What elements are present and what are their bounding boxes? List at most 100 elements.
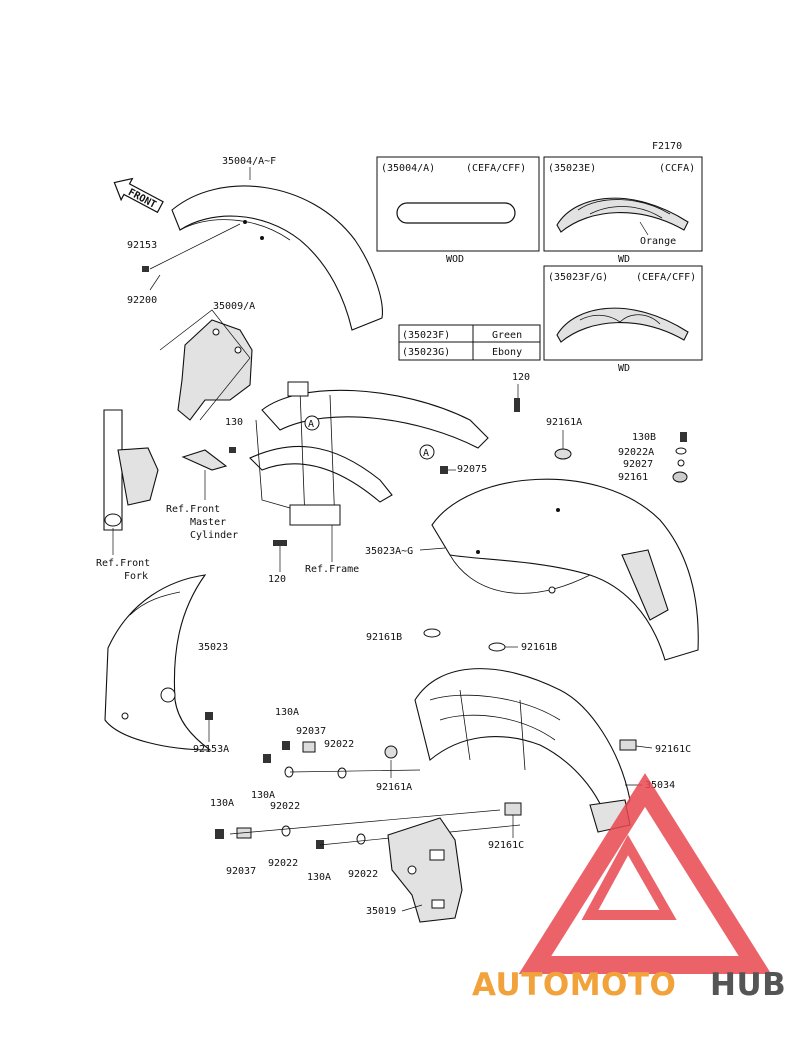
grommet-icon — [423, 628, 441, 638]
color-code-2: (35023G) — [402, 347, 450, 358]
rear-fender — [431, 478, 699, 661]
label-92037-2: 92037 — [226, 866, 256, 877]
bolt-icon — [316, 840, 324, 849]
grommet-icon — [384, 745, 398, 759]
label-92153: 92153 — [127, 240, 157, 251]
label-130b: 130B — [632, 432, 656, 443]
watermark-text: AUTOMOTO HUB — [472, 967, 786, 1003]
color-name-1: Green — [492, 330, 522, 341]
label-92161a-bottom: 92161A — [376, 782, 412, 793]
circle-a-1: A — [308, 419, 314, 430]
label-92027: 92027 — [623, 459, 653, 470]
label-120-top: 120 — [512, 372, 530, 383]
bolt-icon — [229, 447, 236, 453]
rear-frame — [249, 381, 489, 526]
washer-icon — [356, 833, 366, 845]
grommet-icon — [554, 448, 572, 460]
label-130: 130 — [225, 417, 243, 428]
bolt-icon — [142, 266, 149, 272]
variant-box-35004a: (35004/A) (CEFA/CFF) WOD — [376, 156, 540, 265]
bolt-icon — [205, 712, 213, 720]
ref-circle-a — [419, 444, 435, 460]
variant-fg-region: (CEFA/CFF) — [636, 272, 696, 283]
badge-strip-shape — [396, 202, 516, 224]
label-130a-4: 130A — [307, 872, 331, 883]
ref-frame-label: Ref.Frame — [305, 564, 359, 575]
variant-e-region: (CCFA) — [659, 163, 695, 174]
label-35004: 35004/A~F — [222, 156, 276, 167]
bushing-icon — [619, 739, 637, 751]
ref-fork-line1: Ref.Front — [96, 558, 150, 569]
bracket-35009 — [177, 319, 253, 421]
variant-a-region: (CEFA/CFF) — [466, 163, 526, 174]
variant-a-header: (35004/A) — [381, 163, 435, 174]
label-130a-1: 130A — [275, 707, 299, 718]
washer-icon — [337, 767, 347, 779]
bolt-icon — [282, 741, 290, 750]
color-table: (35023F) Green (35023G) Ebony — [398, 324, 541, 361]
label-130a-3: 130A — [210, 798, 234, 809]
side-cover — [104, 574, 212, 751]
ref-master-line3: Cylinder — [190, 530, 238, 541]
variant-box-35023fg: (35023F/G) (CEFA/CFF) WD — [543, 265, 703, 374]
bushing-icon — [504, 802, 522, 816]
ref-master-line2: Master — [190, 517, 226, 528]
label-92161: 92161 — [618, 472, 648, 483]
bolt-icon — [514, 398, 520, 412]
fender-graphic-flame — [556, 307, 689, 343]
label-92161c-right: 92161C — [655, 744, 691, 755]
label-35019: 35019 — [366, 906, 396, 917]
grommet-icon — [672, 471, 688, 483]
variant-e-caption: WD — [618, 254, 630, 265]
nut-icon — [677, 459, 685, 467]
variant-e-header: (35023E) — [548, 163, 596, 174]
label-92022-2: 92022 — [270, 801, 300, 812]
color-name-2: Ebony — [492, 347, 522, 358]
label-35009: 35009/A — [213, 301, 255, 312]
ref-circle-a — [304, 415, 320, 431]
label-92075: 92075 — [457, 464, 487, 475]
label-92161a-top: 92161A — [546, 417, 582, 428]
label-92022-1: 92022 — [324, 739, 354, 750]
watermark-part1: AUTOMOTO — [472, 967, 676, 1003]
washer-icon — [281, 825, 291, 837]
label-92022-4: 92022 — [348, 869, 378, 880]
label-35023: 35023 — [198, 642, 228, 653]
fender-graphic-orange — [556, 197, 689, 233]
variant-e-color: Orange — [640, 236, 676, 247]
inner-fender — [414, 668, 631, 833]
front-fork — [103, 409, 159, 531]
label-35023ag: 35023A~G — [365, 546, 413, 557]
variant-fg-header: (35023F/G) — [548, 272, 608, 283]
bracket-35019 — [387, 817, 463, 923]
label-130a-2: 130A — [251, 790, 275, 801]
clip-icon — [440, 466, 448, 474]
bolt-icon — [215, 829, 224, 839]
color-code-1: (35023F) — [402, 330, 450, 341]
label-92161b-right: 92161B — [521, 642, 557, 653]
label-92022a: 92022A — [618, 447, 654, 458]
ref-fork-line2: Fork — [124, 571, 148, 582]
variant-fg-caption: WD — [618, 363, 630, 374]
ref-master-line1: Ref.Front — [166, 504, 220, 515]
variant-a-caption: WOD — [446, 254, 464, 265]
master-cylinder-bracket — [181, 449, 228, 471]
circle-a-2: A — [423, 448, 429, 459]
label-35034: 35034 — [645, 780, 675, 791]
watermark-logo — [518, 773, 772, 974]
figure-code: F2170 — [652, 141, 682, 152]
bolt-icon — [680, 432, 687, 442]
label-92200: 92200 — [127, 295, 157, 306]
front-arrow-icon: FRONT — [113, 177, 164, 214]
bolt-icon — [273, 540, 287, 546]
watermark-part2: HUB — [710, 967, 786, 1003]
grommet-icon — [488, 642, 506, 652]
variant-box-35023e: (35023E) (CCFA) Orange WD — [543, 156, 703, 265]
front-fender — [171, 185, 383, 331]
bolt-icon — [263, 754, 271, 763]
label-92022-3: 92022 — [268, 858, 298, 869]
collar-icon — [302, 741, 316, 753]
label-92153a: 92153A — [193, 744, 229, 755]
washer-icon — [675, 447, 687, 455]
